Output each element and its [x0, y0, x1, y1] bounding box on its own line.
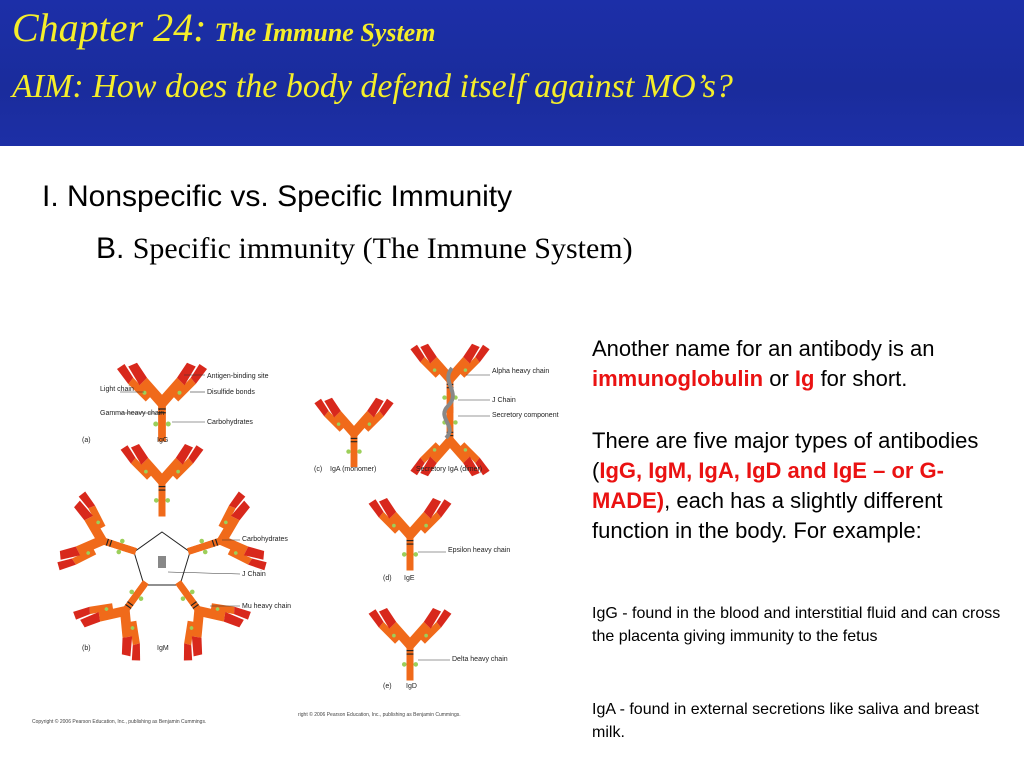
label-c: (c): [314, 466, 322, 473]
outline-text: Specific immunity (The Immune System): [132, 232, 633, 265]
label-light-chain: Light chain: [100, 386, 134, 393]
igg-description: IgG - found in the blood and interstitia…: [592, 605, 1001, 645]
iga-description: IgA - found in external secretions like …: [592, 701, 979, 741]
antibody-type-list: IgG, IgM, IgA, IgD and IgE – or G-MADE): [592, 458, 944, 513]
label-disulfide-bonds: Disulfide bonds: [207, 389, 255, 396]
label-alpha-heavy-chain: Alpha heavy chain: [492, 368, 549, 375]
chapter-title: Chapter 24:The Immune System: [12, 4, 435, 51]
chapter-subtitle: The Immune System: [214, 18, 436, 47]
label-antigen-binding-site: Antigen-binding site: [207, 373, 269, 380]
label-e: (e): [383, 683, 392, 690]
p1-text-c: for short.: [814, 366, 908, 391]
p1-text-a: Another name for an antibody is an: [592, 336, 935, 361]
label-mu-heavy-chain: Mu heavy chain: [242, 603, 291, 610]
label-epsilon-heavy-chain: Epsilon heavy chain: [448, 547, 510, 554]
label-a: (a): [82, 437, 91, 444]
p1-text-b: or: [763, 366, 795, 391]
iga-monomer-diagram: (c) IgA (monomer): [313, 397, 395, 473]
label-j-chain: J Chain: [492, 397, 516, 404]
label-j-chain-b: J Chain: [242, 571, 266, 578]
secretory-iga-diagram: Alpha heavy chain J Chain Secretory comp…: [409, 343, 559, 477]
copyright-left: Copyright © 2006 Pearson Education, Inc.…: [32, 718, 206, 725]
chapter-number: Chapter 24:: [12, 5, 207, 50]
label-delta-heavy-chain: Delta heavy chain: [452, 656, 508, 663]
antibody-structure-figure: Antigen-binding site Disulfide bonds Car…: [32, 343, 559, 725]
title-banner: Chapter 24:The Immune System AIM: How do…: [0, 0, 1024, 146]
p2-text-a: There are five major types of antibodies…: [592, 428, 979, 483]
label-iga-monomer: IgA (monomer): [330, 466, 376, 473]
copyright-right: right © 2006 Pearson Education, Inc., pu…: [298, 711, 461, 718]
label-igd: IgD: [406, 683, 417, 690]
term-immunoglobulin: immunoglobulin: [592, 366, 764, 391]
label-igg: IgG: [157, 437, 168, 444]
label-carbohydrates-b: Carbohydrates: [242, 536, 288, 543]
label-carbohydrates: Carbohydrates: [207, 419, 253, 426]
ige-diagram: Epsilon heavy chain (d) IgE: [368, 497, 510, 582]
term-ig: Ig: [794, 366, 815, 391]
label-b: (b): [82, 645, 91, 652]
aim-title: AIM: How does the body defend itself aga…: [12, 68, 733, 105]
outline-item-1: I. Nonspecific vs. Specific Immunity: [42, 180, 513, 213]
outline-letter: B.: [96, 232, 125, 265]
antibody-types: There are five major types of antibodies…: [592, 426, 1012, 546]
outline-item-2: B. Specific immunity (The Immune System): [96, 232, 633, 266]
igg-diagram: Antigen-binding site Disulfide bonds Car…: [82, 362, 269, 444]
label-gamma-heavy-chain: Gamma heavy chain: [100, 410, 164, 417]
label-secretory-iga: Secretory IgA (dimer): [416, 466, 482, 473]
p2-text-b: , each has a slightly different function…: [592, 488, 943, 543]
label-d: (d): [383, 575, 392, 582]
igd-diagram: Delta heavy chain (e) IgD: [368, 607, 508, 690]
label-igm: IgM: [157, 645, 169, 652]
antibody-definition: Another name for an antibody is an immun…: [592, 334, 1012, 394]
label-ige: IgE: [404, 575, 415, 582]
label-secretory-component: Secretory component: [492, 412, 559, 419]
igm-diagram: Carbohydrates J Chain Mu heavy chain (b)…: [53, 443, 291, 666]
